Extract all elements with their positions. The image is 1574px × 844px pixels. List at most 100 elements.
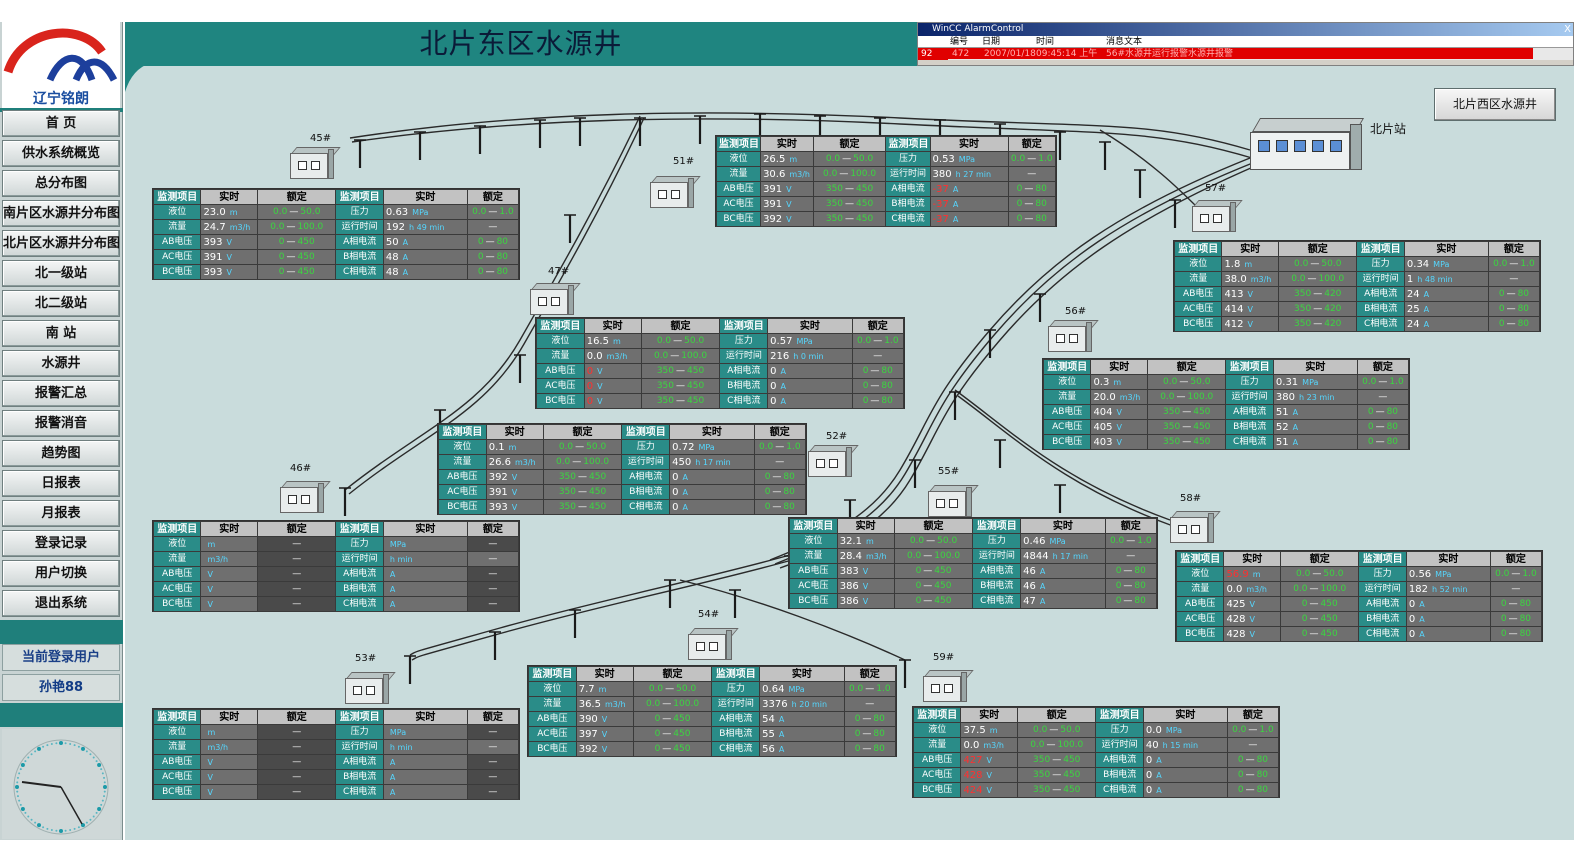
well-house-icon[interactable] [1192, 200, 1243, 232]
alarm-control[interactable]: WinCC AlarmControl X 编号 日期 时间 消息文本 92 47… [917, 22, 1574, 66]
rated-cell: 350—420 [1277, 286, 1358, 302]
cell-text: 450 [297, 251, 315, 262]
cell-text: 1.0 [1038, 153, 1053, 164]
alarm-col-date[interactable]: 日期 [982, 37, 1001, 47]
cell-text: A [682, 472, 689, 482]
cell-text: h 48 min [1417, 274, 1453, 284]
label-cell: 压力 [972, 533, 1022, 549]
cell-text: 28.4 [839, 550, 862, 562]
cell-text: 420 [1324, 318, 1342, 329]
close-icon[interactable]: X [1564, 24, 1571, 35]
nav-item-3[interactable]: 南片区水源井分布图 [2, 200, 120, 227]
north-west-wells-button[interactable]: 北片西区水源井 [1434, 88, 1556, 121]
cell-text: 80 [881, 365, 893, 376]
alarm-row[interactable]: 92 472 2007/01/18 09:45:14 上午 56#水源井运行报警… [918, 48, 1573, 60]
nav-item-6[interactable]: 北二级站 [2, 290, 120, 317]
nav-item-9[interactable]: 报警汇总 [2, 380, 120, 407]
cell-text: 350 [1163, 436, 1181, 447]
well-house-icon[interactable] [923, 670, 974, 702]
cell-text: 24 [1406, 318, 1420, 330]
cell-text: 0.57 [770, 335, 793, 347]
label-cell: BC电压 [912, 782, 962, 798]
label-cell: 压力 [1095, 722, 1144, 738]
nav-item-16[interactable]: 退出系统 [2, 590, 120, 617]
cell-text: 450 [672, 456, 692, 468]
label-cell: 流量 [1042, 389, 1092, 405]
well-house-icon[interactable] [650, 176, 701, 208]
cell-text: 0.0 [1293, 583, 1308, 594]
cell-text: 56 [762, 743, 775, 755]
cell-text: h 0 min [793, 351, 824, 361]
cell-text: 450 [1063, 784, 1081, 795]
rated-cell: — [1226, 737, 1280, 753]
well-house-icon[interactable] [1048, 320, 1099, 352]
well-house-icon[interactable] [688, 628, 739, 660]
well-house-icon[interactable] [1170, 511, 1221, 543]
cell-text: 0 [1145, 769, 1153, 781]
rated-cell: 0.0—50.0 [812, 151, 887, 167]
well-house-icon[interactable] [530, 283, 581, 315]
rated-cell: 0—80 [1356, 419, 1410, 435]
rated-cell: 0—80 [1487, 286, 1541, 302]
cell-text: 0 [654, 743, 661, 754]
nav-item-4[interactable]: 北片区水源井分布图 [2, 230, 120, 257]
rated-cell: — [256, 566, 337, 582]
well-house-icon[interactable] [808, 445, 859, 477]
cell-text: h 23 min [1299, 392, 1335, 402]
nav-item-0[interactable]: 首 页 [2, 110, 120, 137]
cell-text: 428 [1226, 628, 1246, 640]
cell-text: 80 [873, 713, 885, 724]
nav-item-15[interactable]: 用户切换 [2, 560, 120, 587]
cell-text: 0.64 [762, 683, 785, 695]
nav-item-7[interactable]: 南 站 [2, 320, 120, 347]
alarm-col-message[interactable]: 消息文本 [1106, 37, 1143, 47]
cell-text: 0 [770, 365, 777, 377]
value-cell: A [382, 769, 468, 785]
well-house-icon[interactable] [345, 672, 396, 704]
cell-text: h 20 min [791, 699, 828, 709]
alarm-col-time[interactable]: 时间 [1036, 37, 1055, 47]
cell-text: V [207, 757, 213, 767]
nav-item-5[interactable]: 北一级站 [2, 260, 120, 287]
label-cell: 压力 [885, 151, 931, 167]
alarm-col-number[interactable]: 编号 [950, 37, 969, 47]
rated-cell: 0—450 [256, 234, 337, 250]
nav-item-13[interactable]: 月报表 [2, 500, 120, 527]
nav-item-8[interactable]: 水源井 [2, 350, 120, 377]
cell-text: 80 [1134, 595, 1146, 606]
rated-cell: 0.0—50.0 [893, 533, 974, 549]
cell-text: 386 [839, 595, 859, 607]
well-house-icon[interactable] [290, 147, 341, 179]
nav-item-1[interactable]: 供水系统概览 [2, 140, 120, 167]
rated-cell: 0—80 [753, 469, 807, 485]
nav-item-2[interactable]: 总分布图 [2, 170, 120, 197]
label-cell: 流量 [715, 166, 762, 182]
well-house-icon[interactable] [928, 485, 979, 517]
label-cell: 流量 [1173, 271, 1223, 287]
cell-text: 350 [558, 501, 577, 512]
cell-text: V [226, 267, 233, 277]
well-house-icon[interactable] [280, 481, 331, 513]
label-cell: AC电压 [152, 249, 202, 265]
cell-text: 0.0 [472, 206, 487, 217]
nav-item-14[interactable]: 登录记录 [2, 530, 120, 557]
cell-text: A [389, 569, 396, 579]
cell-text: 403 [1093, 436, 1113, 448]
label-cell: BC电压 [152, 784, 202, 800]
header-rated: 额定 [542, 424, 623, 440]
nav-item-11[interactable]: 趋势图 [2, 440, 120, 467]
header-rated: 额定 [843, 666, 897, 682]
header-item: 监测项目 [1356, 241, 1405, 257]
nav-item-10[interactable]: 报警消音 [2, 410, 120, 437]
label-cell: B相电流 [335, 769, 384, 785]
cell-text: m [1244, 259, 1253, 269]
nav-item-12[interactable]: 日报表 [2, 470, 120, 497]
